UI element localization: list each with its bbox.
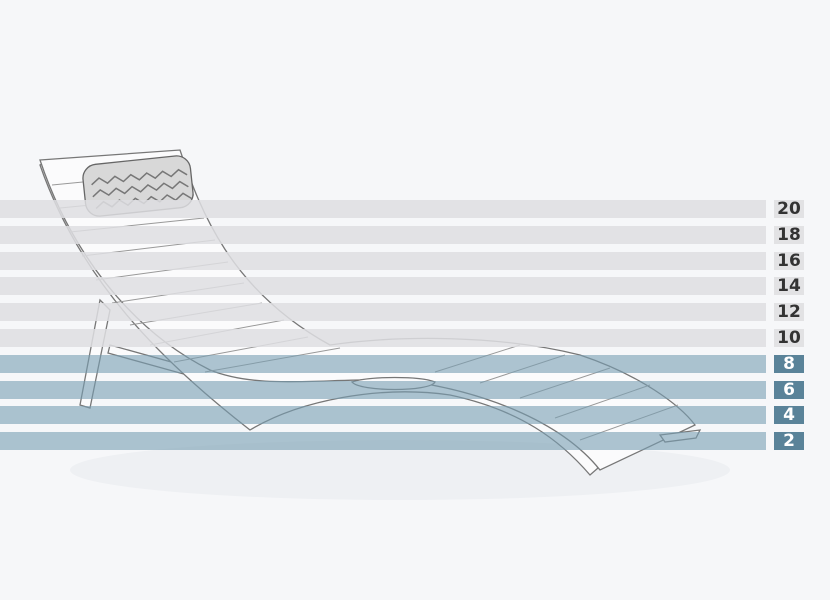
level-label-16: 16 [774,251,804,270]
level-band-16 [0,251,766,270]
level-label-20: 20 [774,200,804,218]
level-label-10: 10 [774,329,804,347]
level-label-14: 14 [774,277,804,296]
level-label-18: 18 [774,225,804,244]
level-label-12: 12 [774,303,804,322]
level-label-2: 2 [774,432,804,451]
level-band-20 [0,200,766,218]
level-label-6: 6 [774,380,804,399]
level-label-8: 8 [774,354,804,373]
level-band-4 [0,406,766,425]
level-band-10 [0,329,766,347]
level-band-2 [0,432,766,451]
level-band-6 [0,380,766,399]
level-band-18 [0,225,766,244]
level-band-14 [0,277,766,296]
level-band-12 [0,303,766,322]
level-band-8 [0,354,766,373]
level-label-4: 4 [774,406,804,425]
